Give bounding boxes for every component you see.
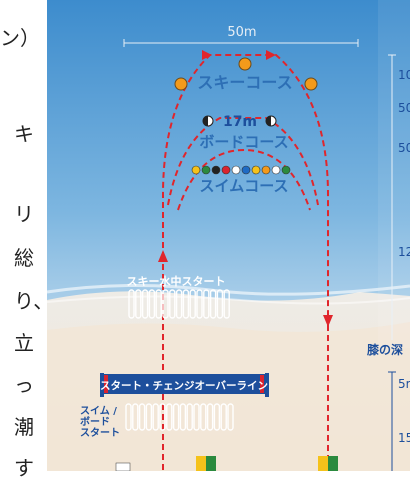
swim-course-path	[177, 148, 311, 211]
ski-buoy	[238, 57, 252, 71]
competitor-marker	[128, 289, 135, 319]
swim-start-competitors	[125, 403, 234, 431]
competitor-marker	[145, 403, 153, 431]
competitor-marker	[189, 289, 196, 319]
changeover-flag-right	[260, 375, 264, 393]
competitor-marker	[169, 289, 176, 319]
ski-buoy	[304, 77, 318, 91]
beach-flag	[115, 462, 131, 471]
competitor-marker	[179, 403, 187, 431]
ski-course-arrow-right	[266, 50, 276, 60]
competitor-marker	[213, 403, 221, 431]
competitor-marker	[227, 403, 234, 431]
left-text-line: キ	[14, 122, 34, 146]
competitor-marker	[141, 289, 149, 319]
ski-water-start-label: スキー水中スタート	[127, 274, 226, 288]
swim-buoy	[241, 165, 251, 175]
ski-course-arrow-down	[323, 315, 333, 327]
wave-line	[46, 283, 410, 296]
competitor-marker	[223, 289, 230, 319]
swim-course-label: スイムコース	[200, 177, 289, 195]
board-course-label: ボードコース	[199, 133, 288, 151]
ski-course-arrow-right	[202, 50, 212, 60]
swim-buoy	[221, 165, 231, 175]
width-label: 50m	[227, 25, 256, 40]
swim-buoy	[271, 165, 281, 175]
course-diagram: 10 50 50 12 5m 15 膝の深 50m スキーコース 17m ボード…	[46, 0, 410, 471]
changeover-bar	[102, 374, 266, 394]
right-scale-label: 5m	[398, 377, 410, 391]
competitor-marker	[138, 403, 146, 431]
changeover-line-label: スタート・チェンジオーバーライン	[100, 380, 268, 392]
swim-buoy	[201, 165, 211, 175]
board-buoy-half	[203, 116, 208, 126]
competitor-marker	[216, 289, 224, 319]
right-scale-label: 12	[398, 245, 410, 259]
left-text-line: 総	[14, 246, 34, 270]
swim-buoy	[261, 165, 271, 175]
competitor-marker	[166, 403, 173, 431]
left-text-column: ン） キ リ 総 り、 立 っ 潮 す	[0, 0, 53, 480]
swim-buoy	[191, 165, 201, 175]
right-scale-label: 10	[398, 68, 410, 82]
ski-course-label: スキーコース	[197, 73, 292, 92]
changeover-post-right	[265, 373, 269, 397]
competitor-marker	[159, 403, 166, 431]
competitor-marker	[132, 403, 139, 431]
board-distance-label: 17m	[223, 114, 257, 130]
right-scale-label: 15	[398, 431, 410, 445]
swim-board-start-label: スタート	[80, 427, 120, 439]
competitor-marker	[206, 403, 214, 431]
knee-depth-label: 膝の深	[367, 342, 403, 357]
ski-course-arrow-up	[158, 250, 168, 262]
left-text-line: 潮	[14, 415, 34, 439]
swim-buoy	[251, 165, 261, 175]
right-scale-panel	[378, 0, 410, 348]
competitor-marker	[200, 403, 207, 431]
left-text-line: リ	[14, 202, 34, 226]
right-scale-label: 50	[398, 101, 410, 115]
competitor-marker	[162, 289, 169, 319]
competitor-marker	[193, 403, 200, 431]
competitor-marker	[220, 403, 227, 431]
beach-flag-half	[328, 456, 338, 471]
competitor-marker	[182, 289, 190, 319]
beach-sand-lower	[47, 322, 410, 471]
swim-buoy-row	[191, 165, 291, 175]
competitor-marker	[203, 289, 210, 319]
swim-buoy	[231, 165, 241, 175]
competitor-marker	[155, 289, 162, 319]
right-scale-label: 50	[398, 141, 410, 155]
board-buoy-half	[266, 116, 271, 126]
competitor-marker	[186, 403, 193, 431]
swim-board-start-label: スイム /	[80, 405, 117, 417]
competitor-marker	[175, 289, 183, 319]
competitor-marker	[196, 289, 203, 319]
competitor-marker	[209, 289, 217, 319]
left-text-line: り、	[14, 289, 54, 313]
ski-course-path	[162, 54, 329, 325]
competitor-marker	[125, 403, 132, 431]
competitor-marker	[172, 403, 180, 431]
ski-start-competitors	[128, 289, 230, 319]
swim-buoy	[281, 165, 291, 175]
beach-flag-half	[206, 456, 216, 471]
changeover-flag-left	[104, 375, 108, 393]
left-text-line: ン）	[0, 26, 40, 50]
swim-buoy	[211, 165, 221, 175]
competitor-marker	[148, 289, 156, 319]
left-text-line: 立	[14, 331, 34, 355]
left-text-line: っ	[14, 373, 34, 397]
competitor-marker	[152, 403, 159, 431]
competitor-marker	[135, 289, 142, 319]
ski-buoy	[174, 77, 188, 91]
wave-line	[46, 295, 410, 305]
swim-board-start-label: ボード	[80, 415, 110, 428]
